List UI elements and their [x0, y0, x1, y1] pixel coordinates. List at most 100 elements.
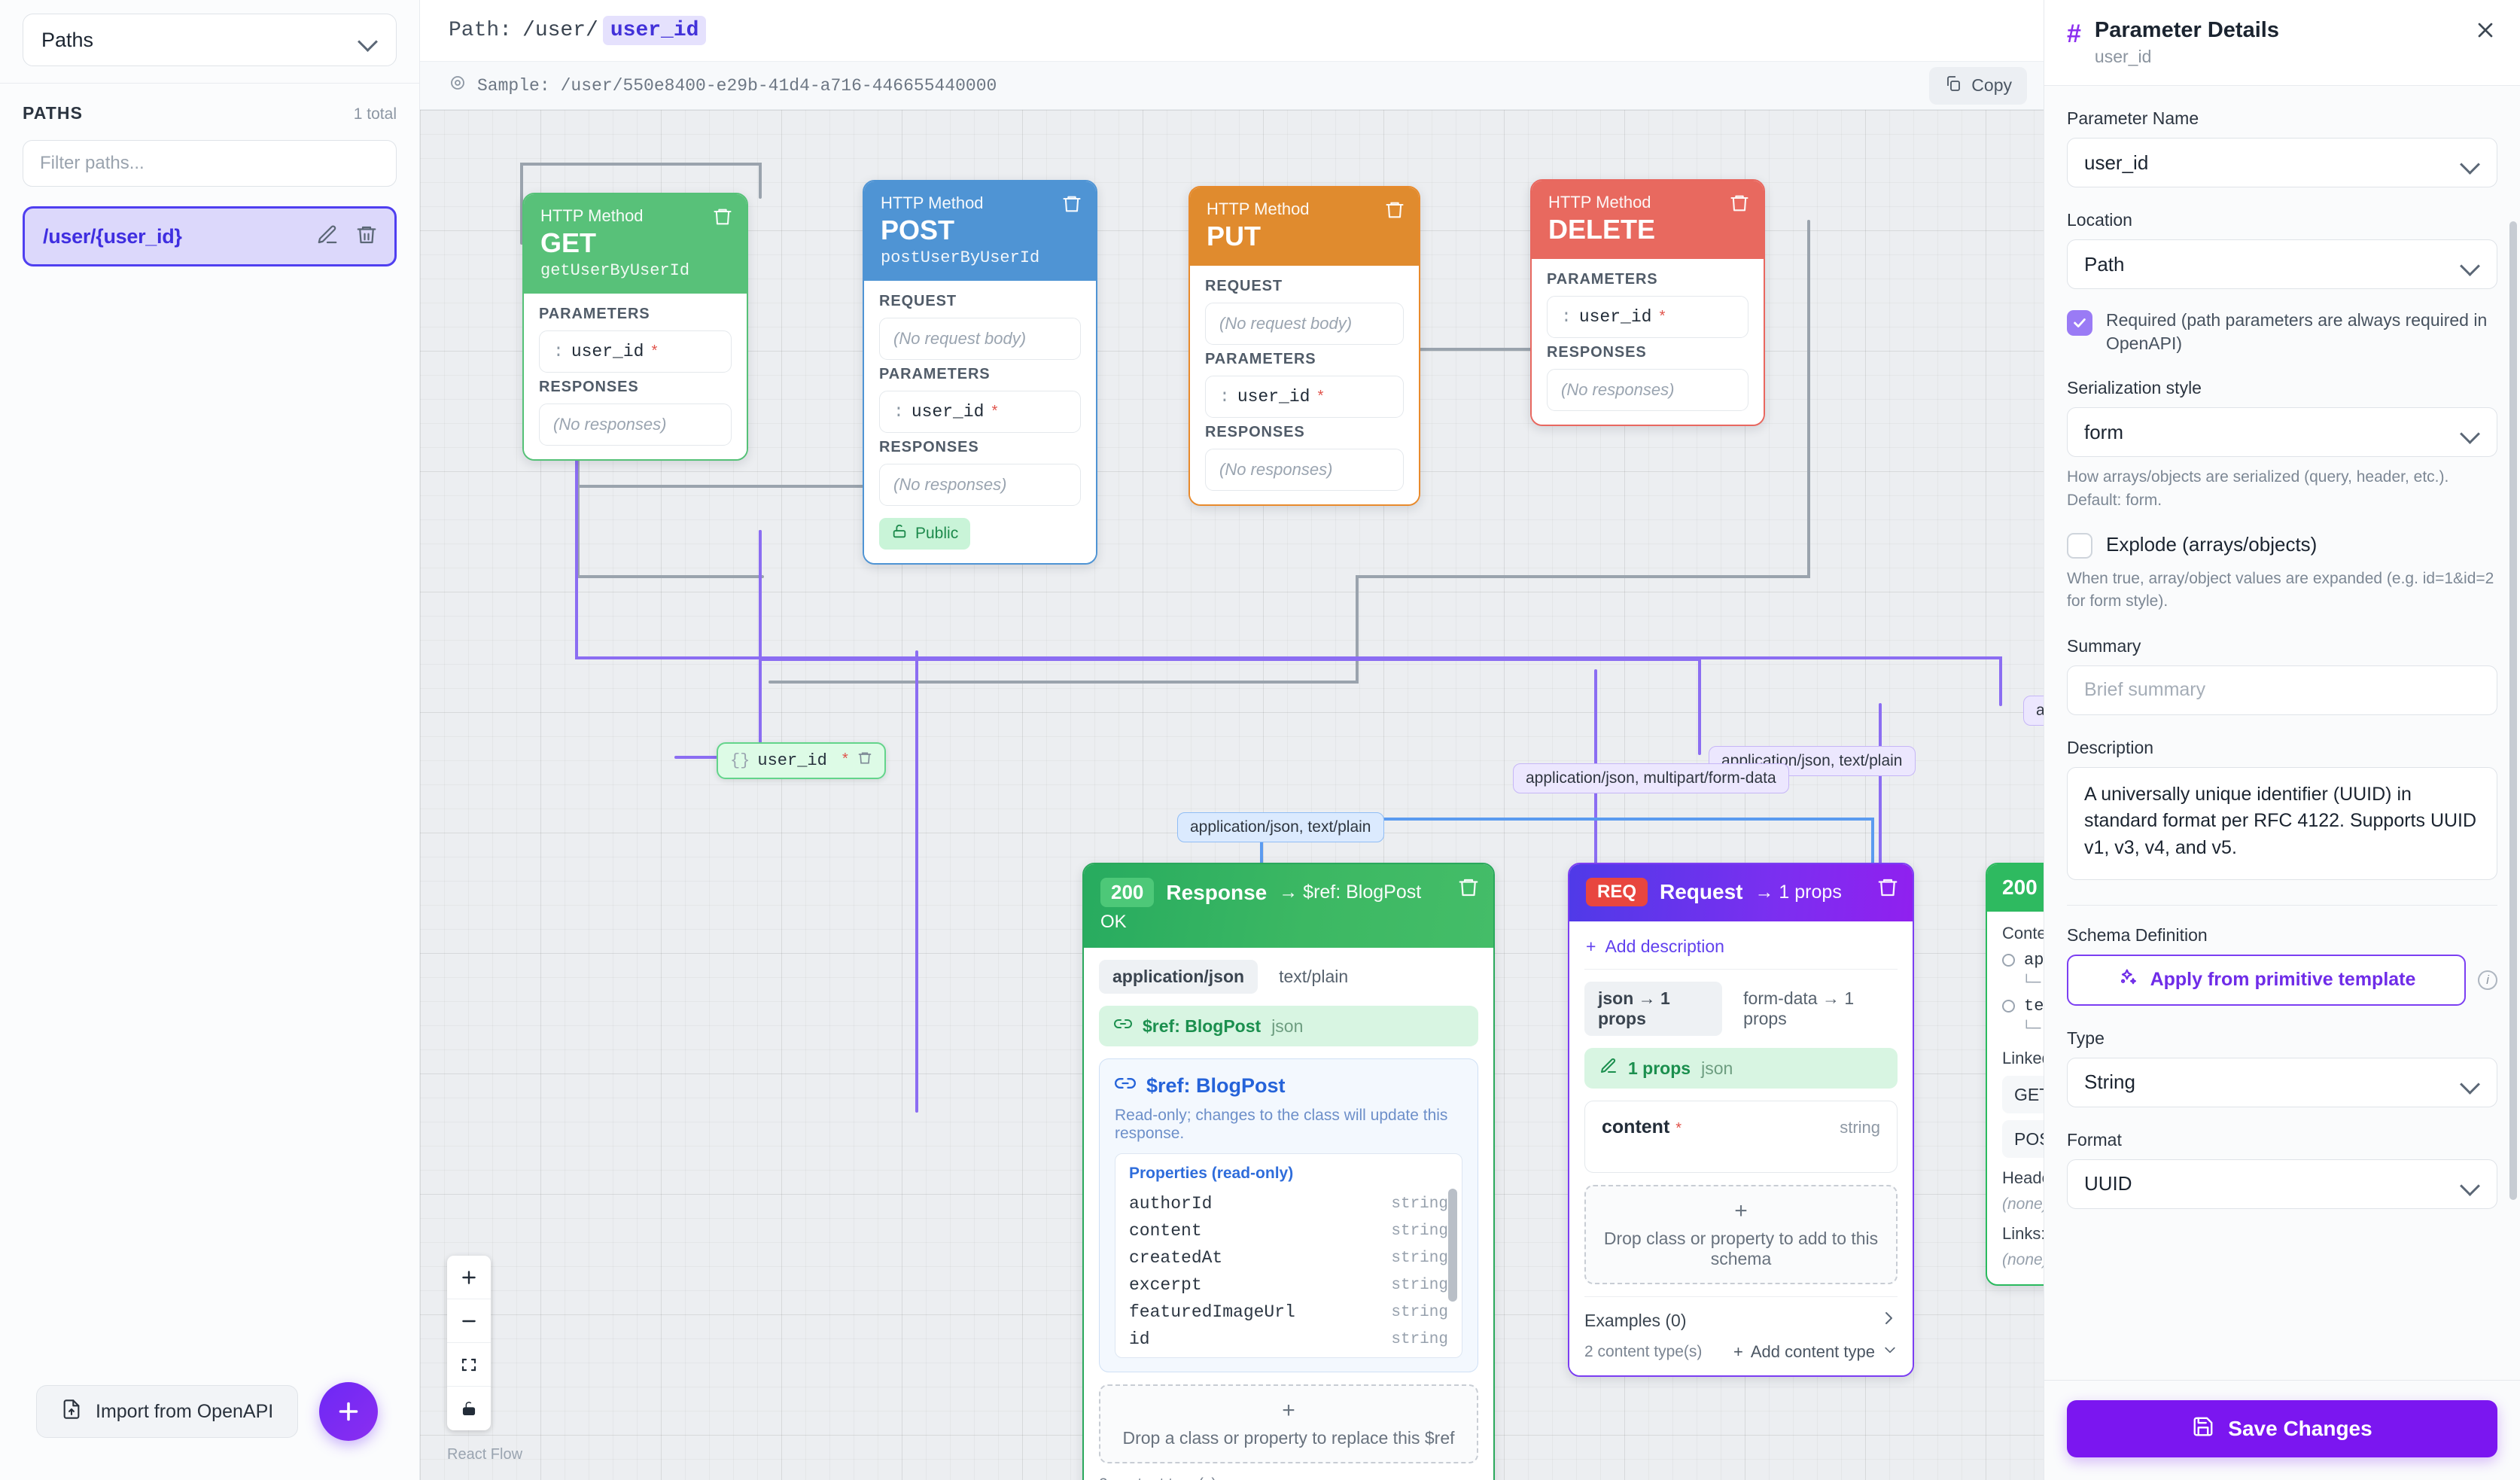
- tab-text-plain[interactable]: text/plain: [1265, 960, 1362, 994]
- schema-property-box[interactable]: content* string: [1584, 1101, 1898, 1173]
- add-content-type-button[interactable]: + Add content type: [1733, 1342, 1898, 1362]
- schema-chip[interactable]: 1 props json: [1584, 1048, 1898, 1089]
- node-kicker: HTTP Method: [881, 193, 1081, 212]
- info-icon[interactable]: i: [2478, 970, 2497, 990]
- drop-zone-add-schema[interactable]: + Drop class or property to add to this …: [1584, 1185, 1898, 1284]
- serialization-style-select[interactable]: form: [2067, 407, 2497, 457]
- parameter-node-user-id[interactable]: {} user_id *: [717, 742, 886, 779]
- tab-application-json[interactable]: application/json: [1099, 960, 1258, 994]
- edit-pencil-icon[interactable]: [316, 224, 339, 250]
- property-name: content: [1129, 1221, 1202, 1241]
- http-method-node-delete[interactable]: HTTP Method DELETE PARAMETERS :user_id* …: [1530, 179, 1765, 426]
- delete-node-icon[interactable]: [1457, 876, 1480, 903]
- delete-node-icon[interactable]: [1729, 193, 1750, 218]
- close-icon[interactable]: [2473, 18, 2497, 46]
- tab-json[interactable]: json → 1 props: [1584, 982, 1722, 1036]
- path-param-chip[interactable]: user_id: [603, 16, 707, 45]
- content-type-item[interactable]: text/plain: [2002, 997, 2044, 1016]
- content-type-tabs: application/json text/plain: [1099, 960, 1478, 994]
- delete-node-icon[interactable]: [1061, 193, 1082, 218]
- node-header: HTTP Method GET getUserByUserId: [524, 194, 747, 294]
- request-node[interactable]: REQ Request → 1 props + Add description: [1568, 863, 1914, 1377]
- path-item-label: /user/{user_id}: [43, 225, 182, 248]
- delete-node-icon[interactable]: [1384, 199, 1405, 224]
- parameter-row[interactable]: :user_id*: [539, 330, 732, 373]
- location-select[interactable]: Path: [2067, 239, 2497, 289]
- property-name: featuredImageUrl: [1129, 1302, 1295, 1322]
- required-checkbox-row[interactable]: Required (path parameters are always req…: [2067, 309, 2497, 355]
- content-type-child: └─ {} Object: [2022, 1020, 2044, 1038]
- lock-toggle-button[interactable]: [447, 1387, 491, 1430]
- view-selector[interactable]: Paths: [23, 14, 397, 66]
- linked-method-row[interactable]: GET: [2002, 1076, 2044, 1113]
- radio-icon: [2002, 954, 2015, 967]
- examples-row[interactable]: Examples (0): [1584, 1296, 1898, 1332]
- http-method-node-put[interactable]: HTTP Method PUT REQUEST (No request body…: [1188, 186, 1420, 506]
- content-type-item[interactable]: application/json: [2002, 951, 2044, 970]
- filter-paths-input[interactable]: [23, 140, 397, 187]
- ref-chip[interactable]: $ref: BlogPost json: [1099, 1006, 1478, 1046]
- node-body: PARAMETERS :user_id* RESPONSES (No respo…: [524, 294, 747, 459]
- type-select[interactable]: String: [2067, 1058, 2497, 1107]
- fit-view-button[interactable]: [447, 1343, 491, 1387]
- properties-scrollbar[interactable]: [1448, 1189, 1457, 1302]
- request-empty-box[interactable]: (No request body): [879, 318, 1081, 360]
- properties-list[interactable]: Properties (read-only) authorIdstring co…: [1115, 1153, 1462, 1358]
- trash-icon[interactable]: [355, 224, 378, 250]
- parameter-name-select[interactable]: user_id: [2067, 138, 2497, 187]
- response-target: → $ref: BlogPost: [1279, 882, 1421, 903]
- property-type: string: [1391, 1304, 1448, 1321]
- node-header: HTTP Method POST postUserByUserId: [864, 181, 1096, 281]
- explode-checkbox[interactable]: [2067, 533, 2092, 559]
- paths-section: PATHS 1 total /user/{user_id}: [0, 84, 419, 266]
- drop-zone-replace-ref[interactable]: + Drop a class or property to replace th…: [1099, 1384, 1478, 1463]
- responses-empty-box[interactable]: (No responses): [1547, 369, 1748, 411]
- edit-pencil-icon: [1599, 1057, 1618, 1080]
- http-method-node-post[interactable]: HTTP Method POST postUserByUserId REQUES…: [863, 180, 1097, 565]
- summary-input[interactable]: [2067, 665, 2497, 715]
- description-textarea[interactable]: A universally unique identifier (UUID) i…: [2067, 767, 2497, 880]
- add-path-fab-button[interactable]: [319, 1382, 378, 1441]
- node-header: HTTP Method DELETE: [1532, 181, 1764, 259]
- responses-empty-box[interactable]: (No responses): [539, 403, 732, 446]
- parameter-row[interactable]: :user_id*: [1205, 376, 1404, 418]
- request-empty-box[interactable]: (No request body): [1205, 303, 1404, 345]
- path-list-item[interactable]: /user/{user_id}: [23, 206, 397, 266]
- add-description-button[interactable]: + Add description: [1584, 933, 1898, 970]
- format-select[interactable]: UUID: [2067, 1159, 2497, 1209]
- examples-label: Examples (0): [1584, 1311, 1686, 1331]
- react-flow-canvas[interactable]: HTTP Method GET getUserByUserId PARAMETE…: [420, 110, 2044, 1480]
- zoom-in-button[interactable]: [447, 1256, 491, 1299]
- summary-label: Summary: [2067, 636, 2497, 656]
- parameter-row[interactable]: :user_id*: [879, 391, 1081, 433]
- import-from-openapi-label: Import from OpenAPI: [96, 1401, 273, 1423]
- explode-checkbox-row[interactable]: Explode (arrays/objects): [2067, 531, 2497, 559]
- plus-icon: +: [1114, 1399, 1463, 1422]
- zoom-out-button[interactable]: [447, 1299, 491, 1343]
- responses-empty-text: (No responses): [553, 415, 666, 434]
- panel-scrollbar[interactable]: [2509, 221, 2517, 1200]
- trash-icon[interactable]: [857, 751, 872, 771]
- request-title: Request: [1660, 880, 1742, 904]
- parameter-row[interactable]: :user_id*: [1547, 296, 1748, 338]
- import-from-openapi-button[interactable]: Import from OpenAPI: [36, 1385, 298, 1438]
- react-flow-attribution[interactable]: React Flow: [447, 1446, 522, 1463]
- headers-value: (none): [2002, 1195, 2044, 1214]
- sample-bar: Sample: /user/550e8400-e29b-41d4-a716-44…: [420, 62, 2044, 110]
- status-node-200-ok[interactable]: 200 OK Content type map:: [1986, 863, 2044, 1286]
- save-changes-button[interactable]: Save Changes: [2067, 1400, 2497, 1457]
- delete-node-icon[interactable]: [712, 206, 733, 231]
- ref-panel-title-row: $ref: BlogPost: [1115, 1073, 1462, 1099]
- responses-empty-box[interactable]: (No responses): [879, 464, 1081, 506]
- linked-method-row[interactable]: POST: [2002, 1120, 2044, 1158]
- content-type-tabs: json → 1 props form-data → 1 props: [1584, 982, 1898, 1036]
- tab-form-data[interactable]: form-data → 1 props: [1730, 982, 1898, 1036]
- response-node[interactable]: 200 Response → $ref: BlogPost OK applica…: [1082, 863, 1495, 1480]
- copy-sample-button[interactable]: Copy: [1929, 67, 2027, 105]
- delete-node-icon[interactable]: [1876, 876, 1899, 903]
- responses-empty-box[interactable]: (No responses): [1205, 449, 1404, 491]
- property-name: authorId: [1129, 1194, 1212, 1214]
- http-method-node-get[interactable]: HTTP Method GET getUserByUserId PARAMETE…: [522, 193, 748, 461]
- apply-from-primitive-template-button[interactable]: Apply from primitive template: [2067, 955, 2466, 1006]
- required-checkbox[interactable]: [2067, 310, 2092, 336]
